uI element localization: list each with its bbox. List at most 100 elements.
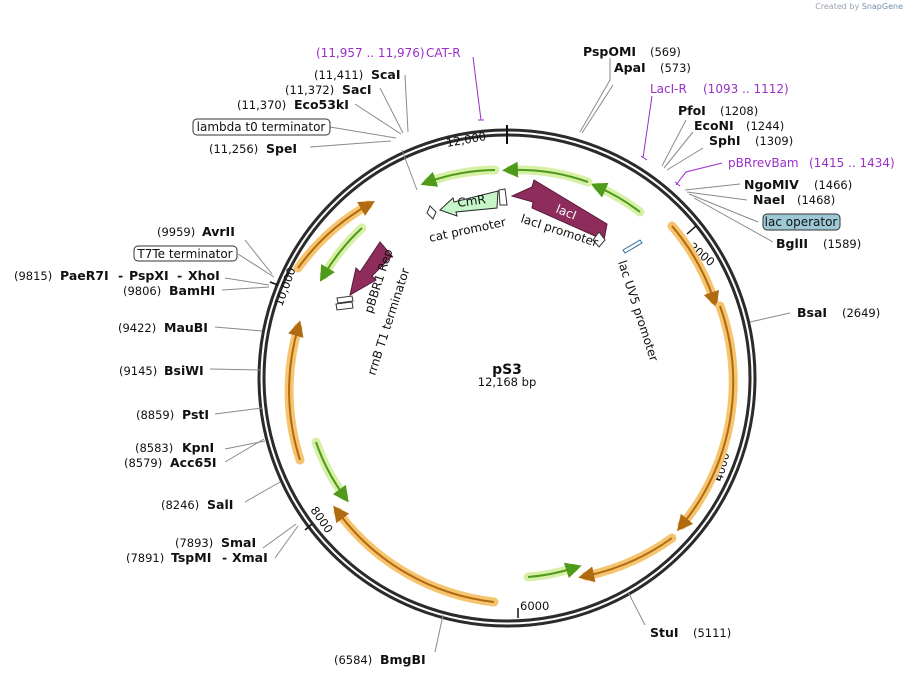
pbbr1-rep-feature[interactable] [349, 241, 393, 297]
enzyme-bsiwi: BsiWI [164, 363, 204, 378]
leader-lines [209, 58, 791, 653]
enzyme-bmgbi: BmgBI [380, 652, 426, 667]
green-arcs [311, 161, 645, 582]
enzyme-bsai: BsaI [797, 305, 827, 320]
enzyme-spei-pos: (11,256) [209, 142, 258, 156]
enzyme-apai-pos: (573) [660, 61, 691, 75]
green-feature-arrow-4 [319, 227, 363, 282]
cat-promoter-label: cat promoter [428, 215, 507, 245]
enzyme-bamhi-pos: (9806) [123, 284, 161, 298]
enzyme-eco53ki-pos: (11,370) [237, 98, 286, 112]
enzyme-paer7i: PaeR7I [60, 268, 109, 283]
enzyme-naei-pos: (1468) [797, 193, 835, 207]
orange-feature-arrow-3 [578, 537, 673, 583]
plasmid-name: pS3 [492, 362, 522, 378]
tick-label-12000: 12,000 [445, 129, 487, 150]
enzyme-kpni: KpnI [182, 440, 214, 455]
enzyme-maubi-pos: (9422) [118, 321, 156, 335]
enzyme-kpni-pos: (8583) [135, 441, 173, 455]
enzyme-ngomiv: NgoMIV [744, 177, 799, 192]
enzyme-tspmi: TspMI [171, 550, 211, 565]
snapgene-credit: Created by SnapGene [815, 2, 903, 11]
laci-promoter-glyph [498, 188, 508, 206]
green-feature-halo-3 [423, 165, 500, 187]
rrnb-terminator-glyph-2 [335, 301, 354, 311]
lac-operator-box[interactable]: lac operator [762, 213, 841, 231]
tick-label-6000: 6000 [520, 599, 549, 613]
t7te-terminator-label: T7Te terminator [136, 247, 232, 261]
enzyme-pspxi: PspXI [129, 268, 169, 283]
enzyme-smai: SmaI [221, 535, 256, 550]
enzyme-spei: SpeI [266, 141, 297, 156]
enzyme-scai: ScaI [371, 67, 401, 82]
cmr-feature[interactable]: CmR [439, 190, 499, 217]
orange-feature-arrow-1 [671, 225, 720, 308]
laci-promoter-glyph-2 [592, 231, 606, 248]
enzyme-bmgbi-pos: (6584) [334, 653, 372, 667]
enzyme-smai-pos: (7893) [175, 536, 213, 550]
laci-feature[interactable]: lacI [510, 179, 608, 241]
enzyme-econi: EcoNI [694, 118, 734, 133]
green-feature-arrow-3 [420, 169, 496, 187]
cmr-label: CmR [456, 192, 486, 210]
snapgene-brand: SnapGene [861, 2, 903, 11]
enzyme-xmai: XmaI [232, 550, 268, 565]
enzyme-bamhi: BamHI [169, 283, 215, 298]
lambda-t0-terminator-box[interactable]: lambda t0 terminator [192, 118, 331, 136]
enzyme-bglii-pos: (1589) [823, 237, 861, 251]
enzyme-pfoi-pos: (1208) [720, 104, 758, 118]
enzyme-acc65i-pos: (8579) [124, 456, 162, 470]
orange-feature-arrow-2 [676, 305, 735, 532]
orange-feature-arrow-6 [297, 201, 375, 269]
enzyme-saci: SacI [342, 82, 372, 97]
t7te-terminator-box[interactable]: T7Te terminator [133, 245, 238, 262]
enzyme-sali-pos: (8246) [161, 498, 199, 512]
orange-feature-arrow-5 [288, 320, 304, 461]
green-feature-halo-5 [311, 437, 349, 501]
enzyme-paer7i-pos: (9815) [14, 269, 52, 283]
enzyme-pfoi: PfoI [678, 103, 706, 118]
enzyme-stui: StuI [650, 625, 679, 640]
enzyme-eco53ki: Eco53kI [294, 97, 349, 112]
rrnb-terminator-glyph [336, 295, 354, 304]
enzyme-econi-pos: (1244) [746, 119, 784, 133]
enzyme-tspmi-pos: (7891) [126, 551, 164, 565]
green-feature-arrow-2 [502, 161, 589, 183]
feature-arcs [284, 200, 738, 607]
enzyme-ngomiv-pos: (1466) [814, 178, 852, 192]
cat-promoter-glyph [426, 205, 437, 220]
enzyme-psti: PstI [182, 407, 209, 422]
enzyme-scai-pos: (11,411) [314, 68, 363, 82]
primer-leader-lines [472, 56, 723, 187]
primer-pbrrevbam: pBRrevBam [728, 156, 799, 170]
enzyme-avrii-pos: (9959) [157, 225, 195, 239]
primer-laci-r: LacI-R [650, 82, 687, 96]
enzyme-apai: ApaI [614, 60, 646, 75]
primer-cat-r: CAT-R [426, 46, 461, 60]
enzyme-saci-pos: (11,372) [285, 83, 334, 97]
enzyme-pspomi: PspOMI [583, 44, 636, 59]
lac-uv5-promoter-label: lac UV5 promoter [615, 259, 661, 363]
enzyme-maubi: MauBI [164, 320, 208, 335]
primer-cat-r-range: (11,957 .. 11,976) [316, 46, 425, 60]
enzyme-xmai-dash: - [222, 550, 227, 565]
orange-feature-halo-4 [333, 507, 499, 607]
green-feature-arrow-1 [590, 182, 641, 213]
orange-feature-arrow-4 [333, 505, 495, 603]
green-feature-arrow-5 [315, 441, 349, 503]
enzyme-avrii: AvrII [202, 224, 235, 239]
orange-feature-halo-3 [581, 533, 677, 581]
enzyme-sphi: SphI [709, 133, 741, 148]
enzyme-stui-pos: (5111) [693, 626, 731, 640]
small-glyphs [335, 188, 643, 311]
enzyme-bsiwi-pos: (9145) [119, 364, 157, 378]
enzyme-naei: NaeI [753, 192, 785, 207]
plasmid-size: 12,168 bp [478, 375, 537, 389]
enzyme-sphi-pos: (1309) [755, 134, 793, 148]
enzyme-xhoi-dash: - [177, 268, 182, 283]
enzyme-xhoi: XhoI [188, 268, 220, 283]
green-feature-arrow-6 [527, 562, 582, 579]
enzyme-acc65i: Acc65I [170, 455, 217, 470]
enzyme-bglii: BglII [776, 236, 808, 251]
